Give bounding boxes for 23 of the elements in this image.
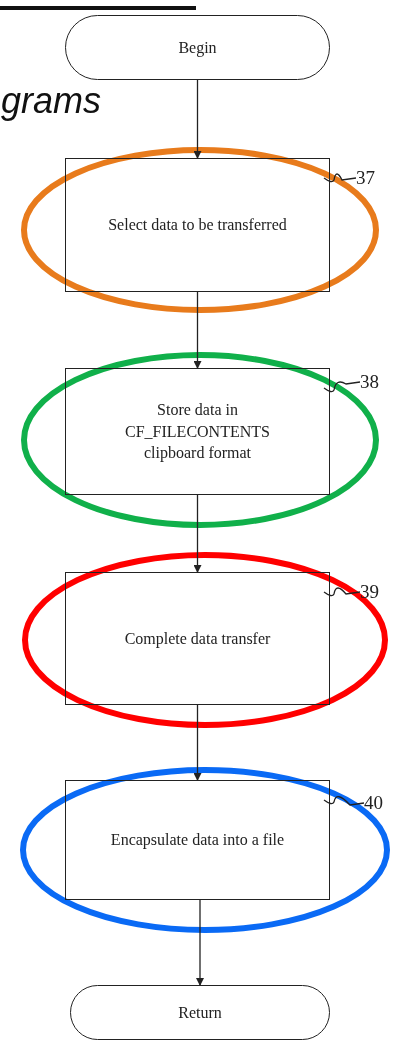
arrow: [193, 704, 202, 781]
callout-number: 39: [360, 580, 379, 605]
box-text: Complete data transfer: [124, 628, 271, 650]
leader-line: [323, 796, 365, 806]
arrow: [193, 494, 202, 573]
box-text: Begin: [178, 37, 217, 59]
process-box: [65, 158, 330, 292]
callout-number: 38: [360, 370, 379, 395]
leader-line: [323, 587, 361, 597]
box-text: Select data to be transferred: [108, 215, 287, 236]
heading-fragment: grams: [1, 80, 102, 122]
process-box: [65, 572, 330, 705]
arrow: [196, 899, 204, 986]
arrow: [193, 291, 202, 369]
leader-line: [323, 381, 361, 393]
callout-number: 40: [364, 791, 383, 816]
box-text: Return: [178, 1002, 222, 1023]
process-box: [65, 368, 330, 495]
box-text: Store data in CF_FILECONTENTS clipboard format: [124, 400, 271, 464]
box-text: Encapsulate data into a file: [110, 830, 285, 851]
process-box: [65, 780, 330, 900]
arrow: [193, 79, 202, 159]
callout-number: 37: [356, 166, 375, 191]
